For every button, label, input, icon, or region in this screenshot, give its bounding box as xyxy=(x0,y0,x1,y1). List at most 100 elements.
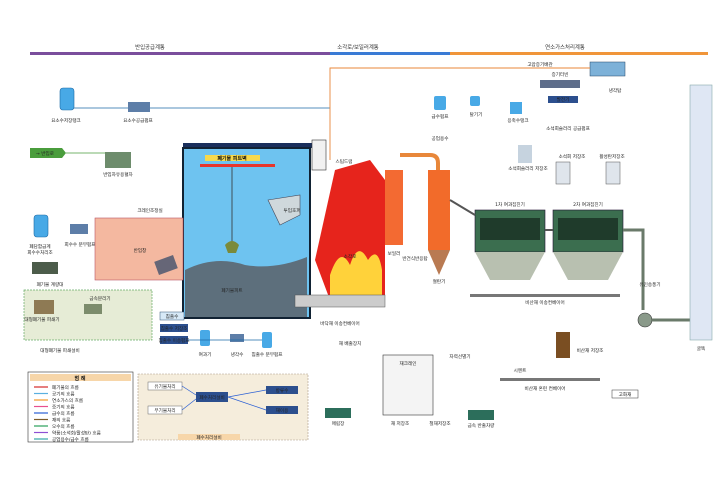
band-receiving xyxy=(30,52,330,55)
water-pump-icon xyxy=(128,102,150,112)
section-header: 반입공급계통 소각로/보일러계통 연소가스처리계통 xyxy=(30,43,708,55)
boiler-label: 보일러 xyxy=(388,250,401,257)
ww-line xyxy=(181,398,197,411)
grate-icon xyxy=(294,294,386,308)
leachate-tank-label: 폐담함급계 xyxy=(29,243,50,250)
stack-label: 굴뚝 xyxy=(697,346,705,352)
stack-area: 굴뚝 xyxy=(689,84,713,352)
bag-filter2-label: 2차 여과집진기 xyxy=(573,201,603,208)
water-supply-label: 공업용수 xyxy=(432,135,449,142)
water-supply-area: 요소수저장탱크 요소수공급펌프 → 반입로 반입자유용혈차 폐담함급계 회수수처… xyxy=(27,87,330,288)
leachate-tank-label-2: 회수수처리조 xyxy=(27,249,52,256)
bag-filter1-inner xyxy=(480,218,540,240)
legend-item: 재의 흐름 xyxy=(52,417,70,424)
section-gas-label: 연소가스처리계통 xyxy=(545,43,585,51)
leachate-tank-icon xyxy=(33,214,49,238)
generator-label: 발전기 xyxy=(557,96,570,103)
ash-pit-building xyxy=(382,354,434,416)
fly-ash-area: 비산재 저장조 비산재 혼련 컨베이어 시멘트 고화재 xyxy=(500,332,639,399)
ash-conveyor-bar xyxy=(470,294,620,297)
bag-filter2-inner xyxy=(558,218,618,240)
legend-title: 범 례 xyxy=(75,375,86,382)
cooling-tower-label: 냉각탑 xyxy=(609,87,622,94)
ww-facility-box xyxy=(196,392,228,402)
turbine-icon xyxy=(540,80,580,88)
flame-icon xyxy=(330,251,382,295)
solidified-label: 고화재 xyxy=(619,391,632,398)
big-waste-area: 대형폐기물 파쇄기 금속분리기 대형폐기물 파쇄설비 xyxy=(23,289,153,354)
sediment-tank-label: 침출수 저장조 xyxy=(161,325,188,332)
bag-filter2-hopper xyxy=(553,252,623,280)
reuse-box xyxy=(266,406,298,414)
chemical-area: 냉각탑 증기터빈 발전기 응축수탱크 탈기기 급수펌프 소석회슬러리 저장조 소… xyxy=(329,61,626,185)
leachate-pump-box xyxy=(160,336,188,344)
deaerator-icon xyxy=(470,96,480,106)
feed-pump-icon xyxy=(434,96,446,110)
filter-icon xyxy=(200,330,210,346)
ash-truck-label: 매립장 xyxy=(332,420,345,427)
band-gas-treatment xyxy=(450,52,708,55)
legend: 범 례 폐기물의 흐름 공기의 흐름 연소가스의 흐름 증기의 흐름 급수의 흐… xyxy=(27,371,134,443)
waste-heap xyxy=(185,257,307,317)
legend-item: 공기의 흐름 xyxy=(52,391,75,398)
legend-title-bar xyxy=(30,374,131,381)
truck-scale-icon xyxy=(32,262,58,274)
ash-crane-label: 재크레인 xyxy=(400,360,417,367)
ash-conv-label: 비산재 이송컨베이어 xyxy=(525,299,565,306)
cement-label: 시멘트 xyxy=(514,367,527,374)
cooling-label: 냉각수 xyxy=(231,351,244,358)
slaked-lime-silo xyxy=(555,161,571,185)
metal-truck-label: 금속 반출차량 xyxy=(468,422,496,429)
id-fan-icon xyxy=(637,312,653,328)
ww-title-bar xyxy=(178,434,240,440)
legend-item: 급수의 흐름 xyxy=(52,410,75,417)
big-waste-box xyxy=(23,289,153,341)
steam-line-label: 고압증기배관 xyxy=(527,61,553,68)
ww-panel-title: 폐수처리설비 xyxy=(196,434,221,441)
ww-facility-label: 폐수처리설비 xyxy=(199,394,224,401)
legend-item: 공업용수/급수 흐름 xyxy=(52,436,89,443)
metal-sep-label: 금속분리기 xyxy=(89,295,110,302)
sediment-label: 침출수 xyxy=(166,313,179,320)
feed-pump-label: 급수펌프 xyxy=(432,113,449,120)
boiler-body xyxy=(385,170,403,245)
section-receiving-label: 반입공급계통 xyxy=(135,43,165,51)
legend-item: 연소가스의 흐름 xyxy=(52,397,83,404)
legend-item: 오수의 흐름 xyxy=(52,423,75,430)
metal-bin-label: 철재저장조 xyxy=(429,420,450,427)
feed-hopper-icon xyxy=(267,194,301,226)
pit-title-box xyxy=(205,155,260,161)
sediment-tank-box xyxy=(160,324,188,332)
ash-conveyor2-bar xyxy=(500,378,600,381)
magnetic-label: 자력선별기 xyxy=(449,353,470,360)
leachate-pump-label: 침출수 이송펌프 xyxy=(158,337,189,344)
reuse-label: 재이용 xyxy=(276,407,289,414)
condensate-tank-icon xyxy=(510,102,522,114)
spray-tower-body xyxy=(428,170,450,250)
ash-conveyor2-label: 비산재 혼련 컨베이어 xyxy=(525,385,566,392)
wastewater-panel: 유기물처리 무기물처리 폐수처리설비 방류수 재이용 폐수처리설비 xyxy=(137,373,309,441)
fan-unit-icon xyxy=(105,152,131,168)
bag-filter1-hopper xyxy=(475,252,545,280)
bag-filter1-label: 1차 여과집진기 xyxy=(495,201,525,208)
transfer-label: → 반입로 xyxy=(36,150,54,157)
inorganic-label: 무기물처리 xyxy=(154,407,175,414)
water-tank-label: 요소수저장탱크 xyxy=(51,117,81,124)
hopper-label: 반입창 xyxy=(134,247,147,254)
ash-pump-icon xyxy=(70,224,88,234)
furnace-boiler: 투입호퍼 스팀드럼 소각로 보일러 바닥재 이송컨베이어 절탄기 반건식반응탑 xyxy=(267,139,450,327)
slaked-lime-label: 소석회 저장조 xyxy=(559,153,586,160)
fan-unit-label: 반입자유용혈차 xyxy=(103,171,133,178)
crane-room-label: 크레인조정실 xyxy=(137,207,162,214)
legend-items: 폐기물의 흐름 공기의 흐름 연소가스의 흐름 증기의 흐름 급수의 흐름 재의… xyxy=(34,384,101,443)
activated-carbon-silo xyxy=(605,161,621,185)
metal-sep-icon xyxy=(84,304,102,314)
duct-1 xyxy=(449,199,476,216)
big-waste-icon xyxy=(34,300,54,314)
water-pump-label: 요소수공급펌프 xyxy=(123,117,153,124)
slurry-tank-icon xyxy=(518,145,532,163)
steam-drum-icon xyxy=(311,139,327,171)
spray-tower-cone xyxy=(428,250,450,275)
drain-pump-label: 침출수 분무펌프 xyxy=(251,351,282,358)
bottom-ash-conv-label: 바닥재 이송컨베이어 xyxy=(320,320,360,327)
